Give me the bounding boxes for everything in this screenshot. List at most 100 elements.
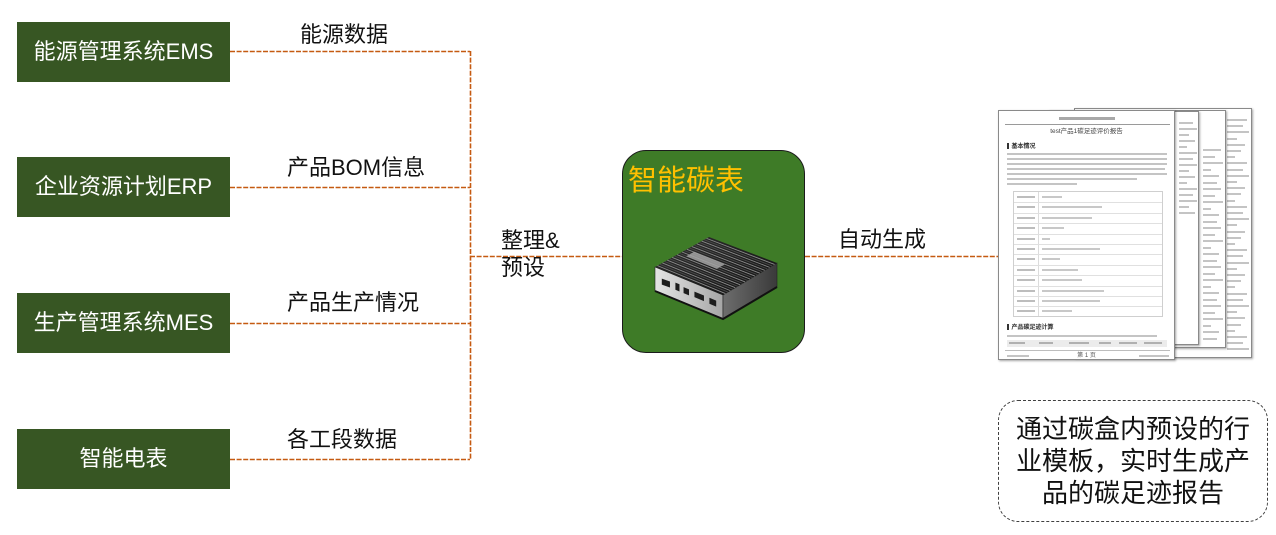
heatsink-fin: [691, 246, 760, 274]
report-text-line: [1119, 342, 1137, 344]
report-text-line: [1227, 249, 1247, 252]
report-text-line: [1227, 131, 1249, 134]
report-text-line: [1227, 298, 1243, 301]
hub-title: 智能碳表: [628, 165, 745, 197]
report-text-line: [1203, 298, 1217, 301]
report-text-line: [1203, 155, 1215, 158]
report-text-line: [1007, 335, 1157, 337]
report-text-line: [1227, 125, 1243, 128]
report-text-line: [1203, 272, 1215, 275]
report-text-line: [1203, 194, 1215, 197]
report-text-line: [1179, 176, 1195, 178]
report-text-line: [1203, 162, 1223, 164]
heatsink-fin: [659, 263, 729, 293]
report-text-line: [1227, 274, 1245, 276]
report-text-line: [1179, 212, 1195, 214]
report-text-line: [1203, 311, 1215, 314]
report-text-line: [1099, 342, 1111, 344]
report-page-front: test产品1碳足迹评价报告 基本情况 产品碳足迹计算 第 1 页: [998, 110, 1175, 360]
heatsink-fin: [676, 254, 746, 283]
report-text-line: [1203, 240, 1223, 242]
report-text-line: [1203, 207, 1211, 210]
report-text-line: [1179, 140, 1195, 142]
report-text-line: [1179, 164, 1197, 166]
report-text-line: [1203, 181, 1217, 184]
report-text-line: [1203, 201, 1223, 203]
report-text-line: [1227, 236, 1241, 239]
report-text-line: [1179, 146, 1187, 148]
heatsink-fin: [694, 244, 763, 273]
report-text-line: [1227, 267, 1237, 270]
report-text-line: [1203, 246, 1211, 249]
report-text-line: [1017, 289, 1035, 292]
report-text-line: [1042, 227, 1064, 230]
report-text-line: [1017, 237, 1035, 240]
heatsink-fin: [674, 255, 743, 284]
report-text-line: [1007, 163, 1167, 165]
report-text-line: [1017, 196, 1035, 198]
heatsink-fin: [706, 237, 775, 265]
device-label-plate: [686, 251, 725, 269]
report-text-line: [1007, 183, 1077, 185]
report-text-line: [1203, 253, 1219, 255]
hub-box: 智能碳表: [622, 150, 805, 353]
report-text-line: [1144, 342, 1162, 344]
report-text-line: [1014, 275, 1162, 277]
report-text-line: [1203, 220, 1217, 223]
report-text-line: [1227, 342, 1243, 345]
report-text-line: [1179, 170, 1189, 172]
heatsink-fin: [672, 257, 741, 286]
flow-label-energy-data: 能源数据: [300, 22, 389, 47]
note-line: 品的碳足迹报告: [1041, 478, 1224, 508]
report-text-line: [1227, 212, 1243, 214]
report-text-line: [1017, 268, 1035, 271]
report-text-line: [1042, 300, 1100, 302]
report-title: test产品1碳足迹评价报告: [1050, 128, 1123, 135]
report-text-line: [1203, 318, 1223, 320]
output-label: 自动生成: [838, 227, 927, 252]
device-port: [661, 278, 670, 288]
heatsink-fin: [703, 239, 773, 267]
report-text-line: [1179, 158, 1193, 160]
device-port: [694, 291, 704, 302]
source-box-mes: 生产管理系统MES: [17, 293, 230, 353]
flow-label-section-data: 各工段数据: [287, 427, 398, 452]
report-text-line: [1042, 258, 1060, 261]
report-text-line: [1227, 218, 1249, 221]
report-text-line: [1227, 174, 1249, 177]
report-text-line: [1227, 329, 1235, 332]
report-text-line: [1227, 243, 1235, 245]
source-box-ems: 能源管理系统EMS: [17, 22, 230, 82]
report-text-line: [1009, 342, 1025, 344]
report-text-line: [1017, 258, 1035, 261]
report-text-line: [1179, 188, 1197, 190]
report-text-line: [1005, 124, 1170, 125]
report-text-line: [1005, 350, 1170, 351]
report-text-line: [1014, 202, 1162, 204]
source-label: 智能电表: [79, 446, 168, 471]
report-text-line: [1227, 323, 1241, 326]
report-text-line: [1203, 214, 1219, 216]
report-section-calc: 产品碳足迹计算: [1007, 324, 1054, 332]
report-text-line: [1179, 152, 1197, 154]
report-text-line: [1227, 187, 1245, 190]
device-port: [709, 297, 717, 307]
report-text-line: [1203, 331, 1219, 333]
report-text-line: [1227, 280, 1241, 283]
report-text-line: [1227, 305, 1249, 307]
flow-label-bom: 产品BOM信息: [287, 155, 426, 180]
report-text-line: [1203, 324, 1211, 327]
device-port: [683, 287, 689, 296]
heatsink-fin: [701, 240, 770, 268]
note-line: 通过碳盒内预设的行: [1015, 414, 1250, 444]
report-text-line: [1203, 285, 1211, 288]
report-text-line: [1007, 173, 1167, 175]
report-text-line: [1179, 194, 1193, 196]
report-text-line: [1203, 279, 1223, 281]
report-text-line: [1203, 188, 1221, 190]
report-text-line: [1203, 149, 1221, 151]
report-text-line: [1203, 233, 1215, 236]
report-text-line: [1203, 168, 1211, 171]
report-text-line: [1227, 137, 1237, 140]
report-text-line: [1227, 255, 1243, 258]
